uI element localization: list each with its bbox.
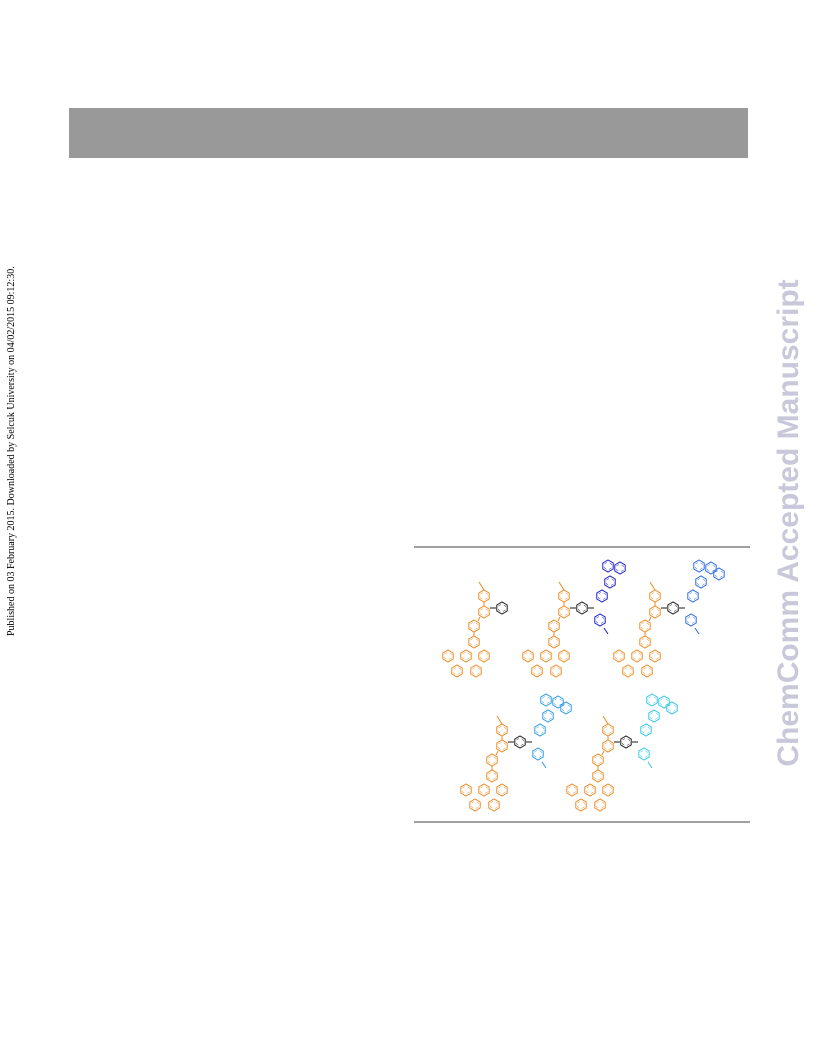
publication-stamp: Published on 03 February 2015. Downloade… — [6, 266, 17, 636]
header-bar — [69, 108, 748, 158]
accepted-manuscript-watermark: ChemComm Accepted Manuscript — [772, 279, 805, 767]
structure-1 — [442, 581, 508, 678]
structure-3 — [613, 559, 725, 678]
chemical-structures-figure — [442, 559, 725, 812]
scheme-top-rule — [414, 546, 750, 548]
structure-4 — [460, 693, 572, 812]
structure-5 — [566, 693, 678, 812]
structure-2 — [522, 559, 626, 678]
scheme-bottom-rule — [414, 821, 750, 823]
scheme-panel — [414, 546, 750, 823]
